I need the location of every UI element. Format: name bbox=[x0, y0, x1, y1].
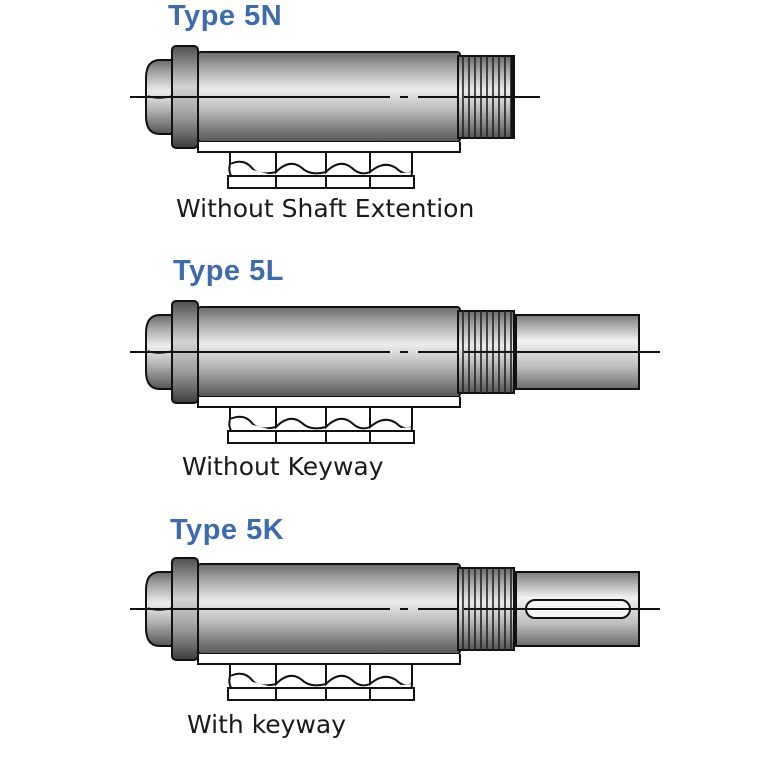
section-type-5l: Type 5L Without Keyway bbox=[0, 255, 767, 510]
shaft-diagram-type-5k bbox=[130, 557, 660, 701]
caption-type-5n: Without Shaft Extention bbox=[176, 194, 475, 223]
assembly-body bbox=[145, 557, 515, 701]
shaft-diagram-type-5n bbox=[130, 45, 540, 189]
section-type-5k: Type 5K With keyway bbox=[0, 512, 767, 767]
shaft-diagram-type-5l bbox=[130, 300, 660, 444]
assembly-body bbox=[145, 45, 515, 189]
assembly-body bbox=[145, 300, 515, 444]
section-type-5n: Type 5N Without Shaft Extention bbox=[0, 0, 767, 255]
title-type-5n: Type 5N bbox=[168, 0, 283, 32]
caption-type-5k: With keyway bbox=[187, 710, 347, 739]
caption-type-5l: Without Keyway bbox=[182, 452, 384, 481]
title-type-5l: Type 5L bbox=[173, 255, 284, 287]
title-type-5k: Type 5K bbox=[170, 514, 285, 546]
